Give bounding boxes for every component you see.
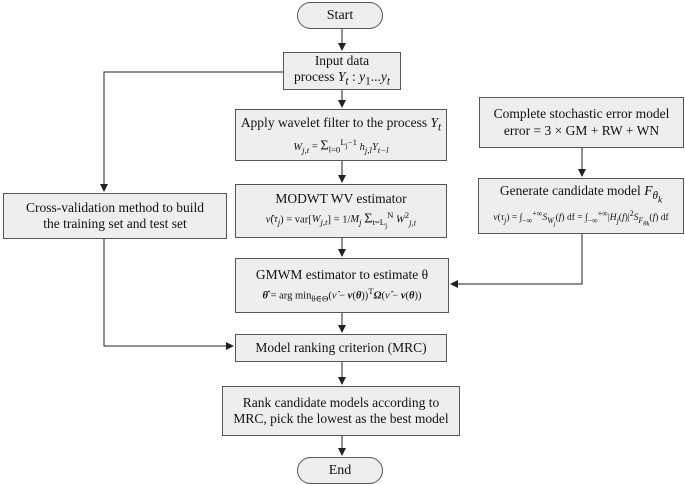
gmwm-estimator-formula: θ̂ = arg minθ∈Θ(ν̂ − ν(θ))TΩ(ν̂ − ν(θ)) xyxy=(262,285,422,304)
start-node: Start xyxy=(297,2,383,29)
end-node: End xyxy=(297,457,383,484)
cross-validation-line1: Cross-validation method to build xyxy=(25,199,205,215)
arrow-candidate-to-gmwm xyxy=(450,234,583,288)
cross-validation-line2: the training set and test set xyxy=(43,216,187,231)
start-label: Start xyxy=(326,7,354,23)
modwt-estimator-formula: ν̂(τj) = var[Wj,t] = 1/Mj Σt=LjN W2j,t xyxy=(265,209,417,230)
rank-models-line2: MRC, pick the lowest as the best model xyxy=(233,411,449,426)
error-model-box: Complete stochastic error model error = … xyxy=(479,97,684,148)
gmwm-estimator-box: GMWM estimator to estimate θ θ̂ = arg mi… xyxy=(235,258,449,313)
modwt-estimator-box: MODWT WV estimator ν̂(τj) = var[Wj,t] = … xyxy=(235,184,447,238)
mrc-box: Model ranking criterion (MRC) xyxy=(235,334,447,362)
gmwm-estimator-title: GMWM estimator to estimate θ xyxy=(255,267,429,283)
mrc-label: Model ranking criterion (MRC) xyxy=(255,339,427,355)
arrow-input-to-crossval xyxy=(100,71,283,192)
wavelet-filter-formula: Wj,t = Σl=0Lj−1 hj,lYt−l xyxy=(293,137,389,155)
modwt-estimator-title: MODWT WV estimator xyxy=(275,191,407,207)
error-model-line1: Complete stochastic error model xyxy=(493,106,670,122)
end-label: End xyxy=(328,462,352,478)
error-model-line2: error = 3 × GM + RW + WN xyxy=(503,122,660,138)
candidate-model-title: Generate candidate model Fθk xyxy=(499,183,663,206)
cross-validation-box: Cross-validation method to build the tra… xyxy=(3,193,227,239)
wavelet-filter-box: Apply wavelet filter to the process Yt W… xyxy=(235,109,447,161)
input-data-box: Input data process Yt : y1...yt xyxy=(283,52,401,90)
rank-models-box: Rank candidate models according to MRC, … xyxy=(222,386,460,436)
input-data-line1: Input data xyxy=(314,52,370,68)
candidate-model-box: Generate candidate model Fθk ν(τj) = ∫−∞… xyxy=(478,178,684,234)
input-data-line2: process Yt : y1...yt xyxy=(294,69,390,88)
candidate-model-formula: ν(τj) = ∫−∞+∞SWj(f) df = ∫−∞+∞|Hj(f)|2SF… xyxy=(493,208,669,228)
arrow-crossval-to-mrc xyxy=(103,239,234,350)
wavelet-filter-title: Apply wavelet filter to the process Yt xyxy=(240,114,442,134)
rank-models-line1: Rank candidate models according to xyxy=(242,394,440,410)
